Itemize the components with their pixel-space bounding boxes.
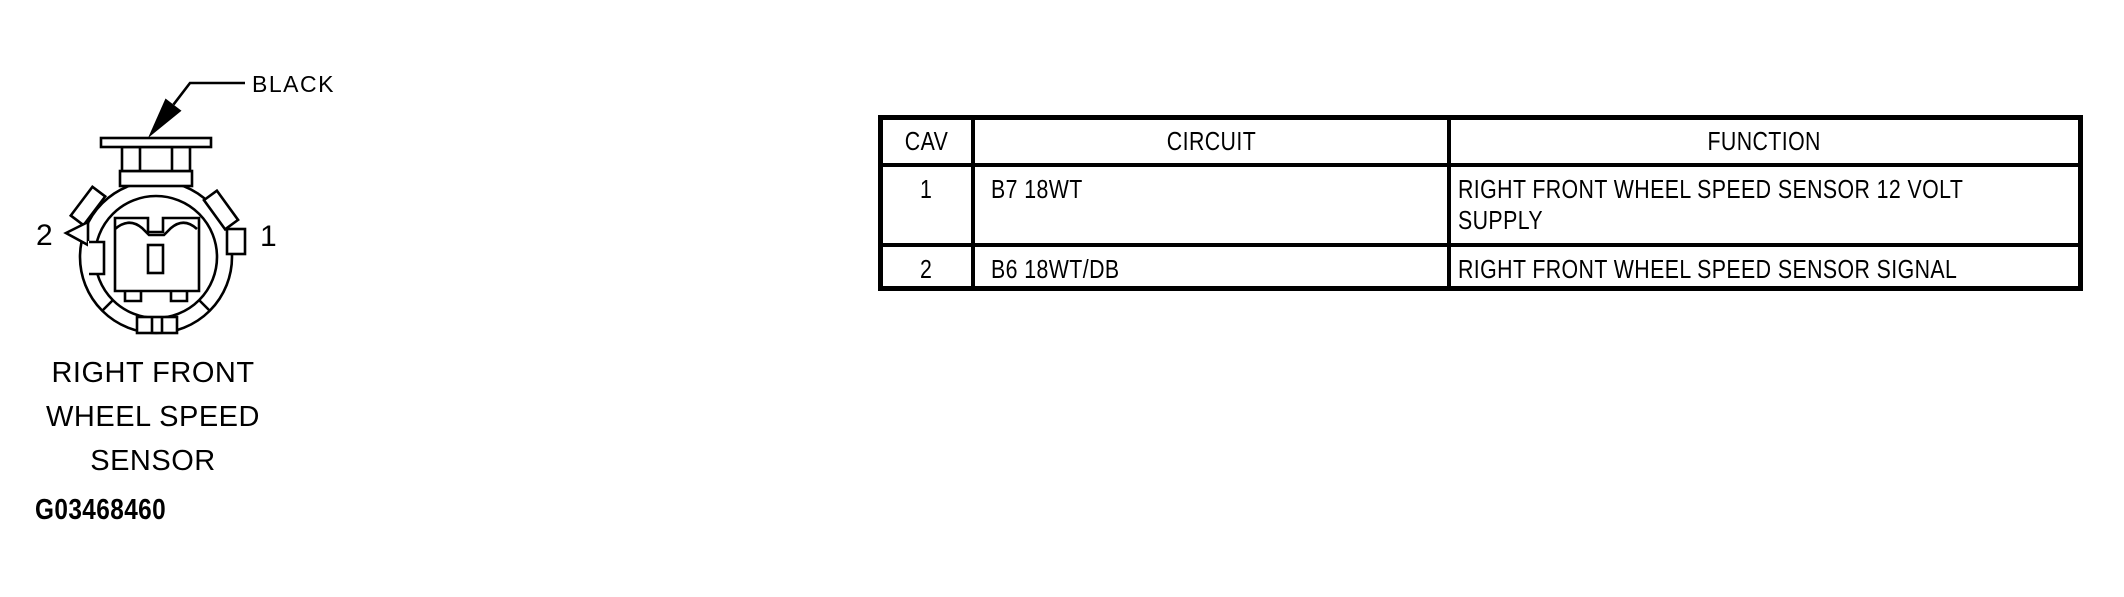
figure-caption: RIGHT FRONT WHEEL SPEED SENSOR [22,351,284,483]
table-row1-cav: 1 [883,167,975,247]
connector-flange [99,136,213,149]
upper-right-notch-icon [202,188,240,232]
keyway-mask [88,241,104,275]
caption-line-1: RIGHT FRONT [51,357,255,389]
caption-line-2: WHEEL SPEED [46,401,260,433]
connector-drawing: BLACK 2 1 [36,71,335,335]
table-header-function: FUNCTION [1451,120,2078,167]
terminal-feet [123,291,189,303]
wire-color-label: BLACK [252,71,335,97]
neck-ribs [138,147,174,171]
pin1-lock-tab [225,227,247,256]
connector-band [118,169,194,188]
table-header-circuit: CIRCUIT [975,120,1451,167]
terminal-seal-line [114,221,198,237]
connector-keyway [89,240,106,276]
table-row1-circuit: B7 18WT [975,167,1451,247]
upper-left-notch-icon [68,184,108,228]
table-row2-function: RIGHT FRONT WHEEL SPEED SENSOR SIGNAL [1458,254,1958,284]
pin-2-label: 2 [36,219,53,252]
pin2-index-notch [63,219,90,248]
bottom-tab-ribs [150,317,164,333]
pinout-table: CAV CIRCUIT FUNCTION 1 B7 18WT RIGHT FRO… [878,115,2083,291]
connector-neck [120,145,192,173]
figure-id: G03468460 [35,494,167,526]
terminal-body [113,216,201,293]
table-header-cav: CAV [883,120,975,167]
callout-arrowhead-icon [148,98,182,138]
table-row1-function: RIGHT FRONT WHEEL SPEED SENSOR 12 VOLT S… [1451,167,2078,247]
caption-line-3: SENSOR [90,445,216,477]
table-row2-circuit: B6 18WT/DB [975,247,1451,286]
ring-tick-marks [101,299,211,312]
table-row2-cav: 2 [883,247,975,286]
pin-1-label: 1 [260,220,277,253]
bottom-lock-tab [135,315,179,335]
callout-leader-line [172,81,245,106]
terminal-slot [146,243,165,275]
